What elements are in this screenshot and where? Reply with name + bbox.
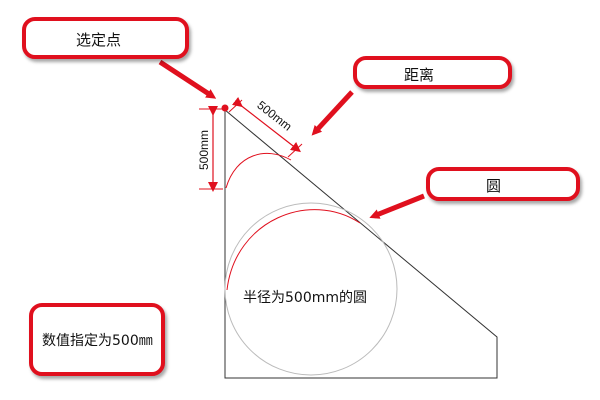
callout-distance-text: 距离: [404, 66, 435, 84]
callout-circle-text: 圆: [486, 177, 502, 195]
small-red-arc: [225, 152, 292, 189]
distance-arrow: [311, 90, 354, 136]
selected-point-marker[interactable]: [221, 104, 229, 112]
callout-circle: 圆: [426, 167, 580, 201]
select-point-arrow: [158, 59, 217, 99]
callout-distance: 距离: [353, 56, 512, 89]
diagonal-dimension-label: 500mm: [254, 98, 294, 134]
callout-value-spec: 数值指定为500㎜: [29, 303, 165, 376]
callout-value-spec-text: 数值指定为500㎜: [42, 333, 153, 349]
callout-select-point: 选定点: [22, 17, 189, 59]
callout-select-point-text: 选定点: [76, 31, 122, 49]
circle-label: 半径为500mm的圆: [243, 290, 367, 306]
circle-arrow: [369, 193, 425, 219]
shape-outline: [224, 108, 498, 379]
vertical-dimension-label: 500mm: [197, 130, 211, 170]
large-red-arc: [226, 209, 361, 291]
vertical-dimension: [199, 106, 223, 192]
large-circle-outline: [224, 202, 398, 376]
diagonal-dimension: [228, 96, 303, 158]
